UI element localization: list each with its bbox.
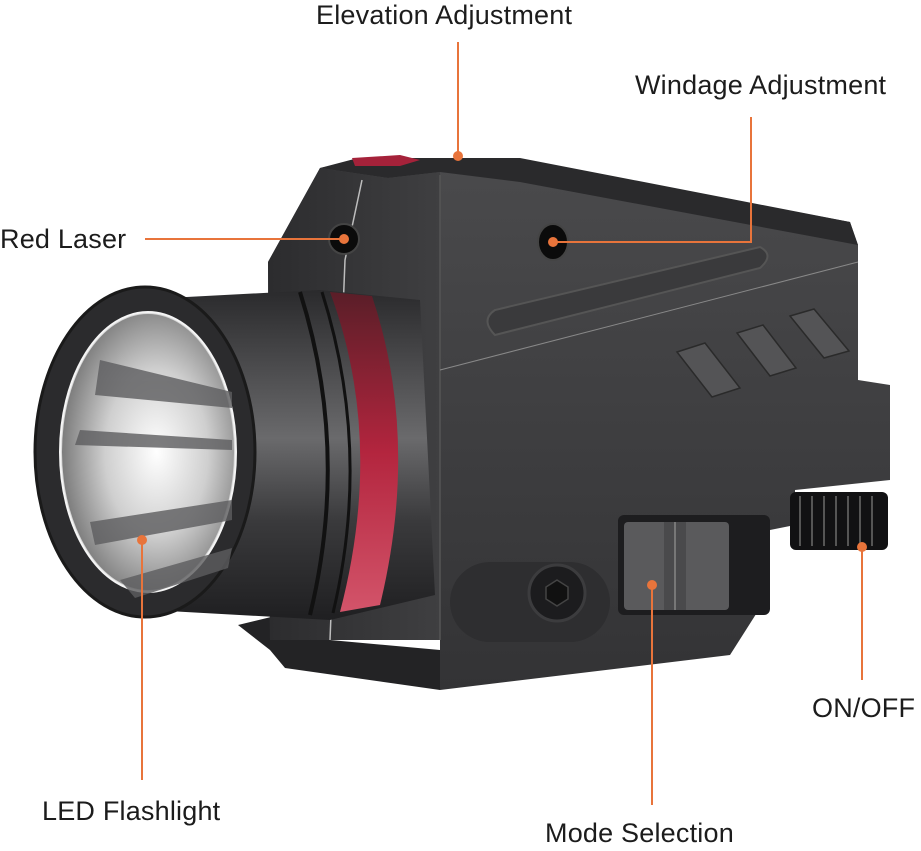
leader-line-windage bbox=[553, 117, 752, 243]
callout-dot-on-off bbox=[857, 542, 867, 552]
vent-slot bbox=[735, 324, 798, 377]
callout-lines bbox=[137, 42, 867, 805]
label-led-flashlight: LED Flashlight bbox=[42, 796, 221, 826]
red-ring bbox=[330, 292, 399, 612]
vent-slot bbox=[675, 342, 742, 398]
callout-dot-red-laser bbox=[339, 234, 349, 244]
label-on-off: ON/OFF bbox=[812, 693, 916, 723]
label-windage-adjustment: Windage Adjustment bbox=[635, 70, 887, 100]
vent-slot bbox=[788, 308, 851, 359]
label-elevation-adjustment: Elevation Adjustment bbox=[316, 0, 573, 30]
callout-dot-windage bbox=[548, 237, 558, 247]
elevation-marker bbox=[352, 155, 420, 166]
led-reflector bbox=[62, 314, 234, 590]
label-mode-selection: Mode Selection bbox=[545, 818, 734, 848]
on-off-switch bbox=[790, 492, 888, 550]
callout-dot-mode-selection bbox=[647, 580, 657, 590]
label-red-laser: Red Laser bbox=[0, 224, 127, 254]
callout-dot-elevation bbox=[453, 151, 463, 161]
callout-dot-led-flashlight bbox=[137, 535, 147, 545]
